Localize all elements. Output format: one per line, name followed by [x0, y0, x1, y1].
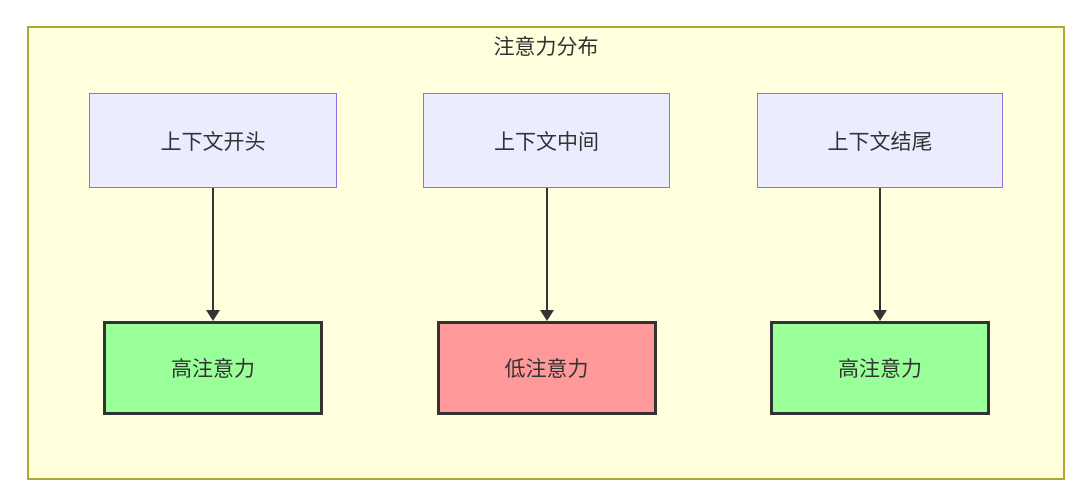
diagram-title: 注意力分布: [493, 36, 599, 59]
node-low-attention-label: 低注意力: [504, 358, 589, 381]
node-context-middle-label: 上下文中间: [494, 130, 599, 154]
arrow-line: [879, 188, 881, 310]
column-context-end: 上下文结尾 高注意力: [757, 93, 1003, 415]
column-context-middle: 上下文中间 低注意力: [423, 93, 670, 415]
arrow-context-start: [206, 188, 220, 321]
node-context-middle: 上下文中间: [423, 93, 670, 188]
node-low-attention: 低注意力: [436, 321, 657, 415]
node-context-end-label: 上下文结尾: [827, 130, 933, 154]
node-high-attention-1-label: 高注意力: [171, 358, 255, 381]
arrow-line: [212, 188, 214, 310]
node-high-attention-2: 高注意力: [770, 321, 990, 415]
arrow-context-end: [873, 188, 887, 321]
arrow-context-middle: [539, 188, 554, 321]
arrow-down-icon: [539, 310, 554, 321]
column-context-start: 上下文开头 高注意力: [89, 93, 337, 415]
node-context-start-label: 上下文开头: [160, 130, 266, 154]
node-context-end: 上下文结尾: [757, 93, 1003, 188]
arrow-down-icon: [873, 310, 887, 321]
node-context-start: 上下文开头: [89, 93, 337, 188]
node-high-attention-1: 高注意力: [103, 321, 323, 415]
arrow-line: [545, 188, 548, 310]
node-high-attention-2-label: 高注意力: [838, 358, 922, 381]
arrow-down-icon: [206, 310, 220, 321]
